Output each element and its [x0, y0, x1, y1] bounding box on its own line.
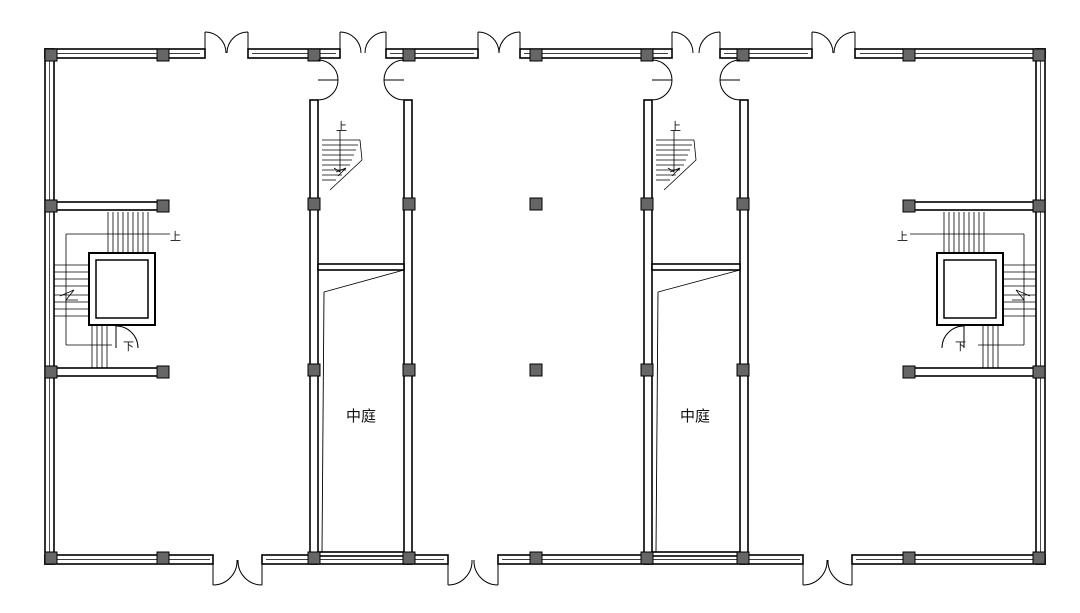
column	[1032, 48, 1046, 62]
stair-down-mark: 下	[123, 340, 134, 353]
column	[736, 48, 750, 62]
door-bottom	[447, 559, 499, 586]
column	[640, 551, 654, 565]
stair-up-mark: 上	[170, 230, 181, 243]
column	[156, 365, 170, 379]
column	[44, 48, 58, 62]
column	[402, 48, 416, 62]
labels: 中庭 中庭 上 上 上 上 下 下	[123, 120, 966, 425]
wall-atrium-top	[317, 263, 405, 271]
column	[44, 551, 58, 565]
corridor-stair-left	[322, 130, 363, 191]
wall-atrium-bottom	[317, 551, 405, 557]
column	[640, 363, 654, 377]
stair-treads	[978, 325, 1024, 368]
stair-up-mark: 上	[670, 120, 681, 133]
door-bottom	[212, 559, 263, 586]
column	[1032, 551, 1046, 565]
column	[529, 197, 543, 211]
column	[307, 363, 321, 377]
column	[736, 551, 750, 565]
column	[402, 551, 416, 565]
atrium-ramp-lines	[321, 269, 741, 553]
corridor-stair-right	[656, 130, 697, 191]
wall-corridor	[739, 99, 749, 565]
interior-walls	[53, 99, 1037, 565]
door-top	[671, 31, 721, 54]
stair-treads	[54, 234, 89, 345]
stair-treads	[66, 325, 112, 368]
column	[307, 551, 321, 565]
stair-up-mark: 上	[897, 230, 908, 243]
column	[902, 551, 916, 565]
door-top	[204, 31, 249, 54]
wall-corridor	[403, 99, 413, 565]
elevator-shaft	[88, 252, 156, 326]
room-label-atrium-right: 中庭	[680, 407, 710, 425]
columns	[44, 48, 1046, 565]
column	[44, 199, 58, 213]
door-stair-room	[941, 325, 965, 349]
exterior-walls	[44, 48, 1046, 565]
window-lines	[49, 53, 1041, 560]
wall-partition	[53, 367, 167, 377]
door-top	[477, 31, 521, 54]
column	[44, 365, 58, 379]
room-label-atrium-left: 中庭	[346, 407, 376, 425]
column	[736, 363, 750, 377]
doors	[115, 31, 965, 586]
door-top	[811, 31, 856, 54]
wall-atrium-bottom	[651, 551, 741, 557]
column	[529, 551, 543, 565]
column	[902, 365, 916, 379]
wall-partition	[911, 201, 1037, 211]
wall-corridor	[643, 99, 653, 565]
column	[529, 363, 543, 377]
wall-partition	[53, 201, 167, 211]
stair-down-mark: 下	[955, 340, 966, 353]
door-bottom	[802, 559, 853, 586]
wall-atrium-top	[651, 263, 741, 271]
wall-partition	[911, 367, 1037, 377]
column	[902, 48, 916, 62]
column	[640, 48, 654, 62]
stair-treads	[66, 212, 150, 253]
door-vestibule	[317, 59, 405, 101]
column	[529, 48, 543, 62]
column	[156, 48, 170, 62]
wall-corridor	[309, 99, 319, 565]
column	[307, 197, 321, 211]
stair-up-mark: 上	[336, 120, 347, 133]
stair-treads	[910, 212, 1024, 253]
column	[156, 551, 170, 565]
column	[1032, 365, 1046, 379]
door-stair-room	[115, 325, 139, 349]
stair-treads	[1003, 234, 1036, 345]
stair-core-right	[910, 212, 1036, 368]
column	[307, 48, 321, 62]
column	[736, 197, 750, 211]
column	[902, 199, 916, 213]
column	[640, 197, 654, 211]
stair-core-left	[54, 212, 170, 368]
column	[402, 197, 416, 211]
door-vestibule	[651, 59, 741, 101]
column	[1032, 199, 1046, 213]
column	[156, 199, 170, 213]
door-top	[339, 31, 387, 54]
elevator-shaft	[936, 252, 1004, 326]
column	[402, 363, 416, 377]
